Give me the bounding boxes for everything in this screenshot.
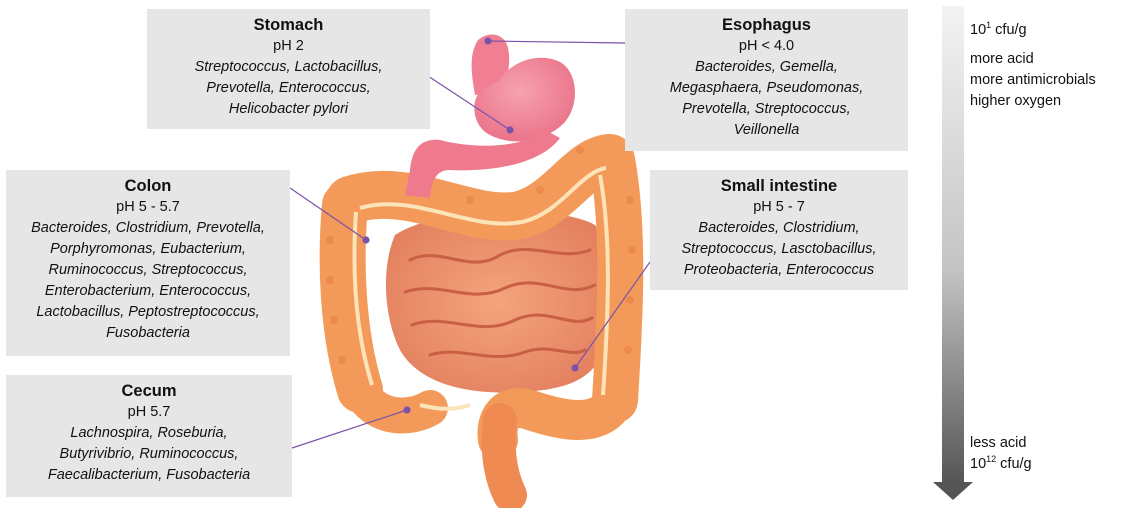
stomach-info-box: Stomach pH 2 Streptococcus, Lactobacillu… (147, 9, 430, 129)
colon-leader-dot (363, 237, 369, 243)
small-intestine-info-box: Small intestine pH 5 - 7 Bacteroides, Cl… (650, 170, 908, 290)
less-acid-label: less acid (970, 433, 1128, 454)
stomach-leader-dot (507, 127, 513, 133)
small-intestine-title: Small intestine (650, 175, 908, 197)
gradient-bottom-label: less acid 1012 cfu/g (970, 433, 1128, 475)
colon-ph: pH 5 - 5.7 (6, 197, 290, 218)
esophagus-ph: pH < 4.0 (625, 36, 908, 57)
colon-bacteria: Bacteroides, Clostridium, Prevotella, Po… (6, 218, 290, 344)
cecum-title: Cecum (6, 380, 292, 402)
colon-title: Colon (6, 175, 290, 197)
cecum-bacteria: Lachnospira, Roseburia, Butyrivibrio, Ru… (6, 423, 292, 486)
higher-oxygen-label: higher oxygen (970, 91, 1128, 112)
stomach-bacteria: Streptococcus, Lactobacillus, Prevotella… (147, 57, 430, 120)
small-intestine-leader-dot (572, 365, 578, 371)
small-intestine-ph: pH 5 - 7 (650, 197, 908, 218)
esophagus-leader-dot (485, 38, 491, 44)
esophagus-info-box: Esophagus pH < 4.0 Bacteroides, Gemella,… (625, 9, 908, 151)
cecum-info-box: Cecum pH 5.7 Lachnospira, Roseburia, But… (6, 375, 292, 497)
small-intestine-bacteria: Bacteroides, Clostridium, Streptococcus,… (650, 218, 908, 281)
esophagus-title: Esophagus (625, 14, 908, 36)
colon-info-box: Colon pH 5 - 5.7 Bacteroides, Clostridiu… (6, 170, 290, 356)
cecum-ph: pH 5.7 (6, 402, 292, 423)
bottom-cfu: 1012 cfu/g (970, 454, 1128, 475)
gradient-arrow (933, 6, 973, 500)
top-cfu: 101 cfu/g (970, 20, 1128, 41)
stomach-ph: pH 2 (147, 36, 430, 57)
esophagus-bacteria: Bacteroides, Gemella, Megasphaera, Pseud… (625, 57, 908, 141)
more-acid-label: more acid (970, 49, 1128, 70)
gradient-top-label: 101 cfu/g more acid more antimicrobials … (970, 20, 1128, 112)
cecum-leader-dot (404, 407, 410, 413)
esophagus-leader-line (488, 41, 625, 43)
more-antimicrobials-label: more antimicrobials (970, 70, 1128, 91)
stomach-title: Stomach (147, 14, 430, 36)
